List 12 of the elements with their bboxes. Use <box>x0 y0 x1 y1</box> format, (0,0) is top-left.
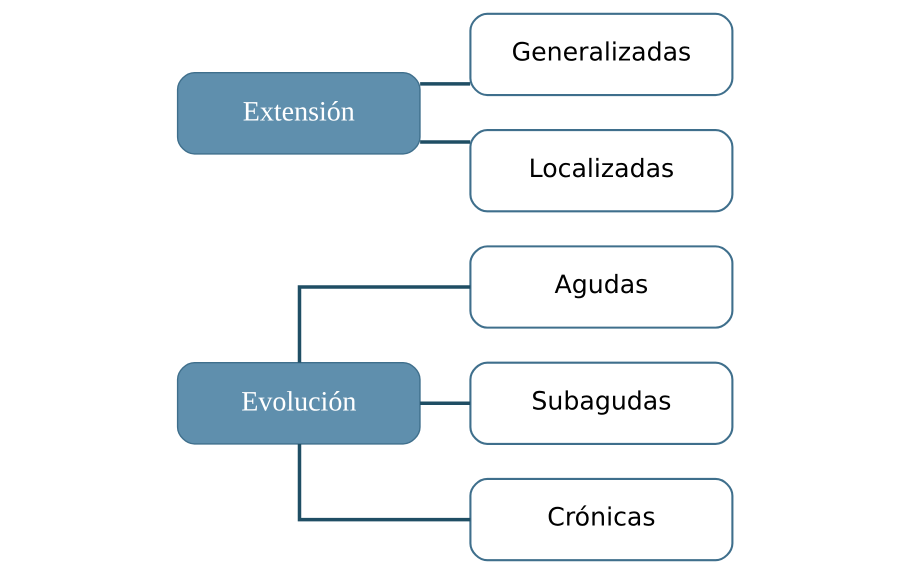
node-box: Subagudas <box>468 362 733 445</box>
node-box: Evolución <box>176 362 420 445</box>
connector <box>420 82 470 86</box>
node-box: Localizadas <box>468 129 733 212</box>
connector <box>420 140 470 144</box>
node-box: Extensión <box>176 72 420 155</box>
node-box: Crónicas <box>468 478 733 562</box>
node-box: Generalizadas <box>468 12 733 96</box>
connector <box>297 444 470 522</box>
connector <box>297 285 470 363</box>
connector <box>420 402 470 406</box>
node-box: Agudas <box>468 245 733 329</box>
